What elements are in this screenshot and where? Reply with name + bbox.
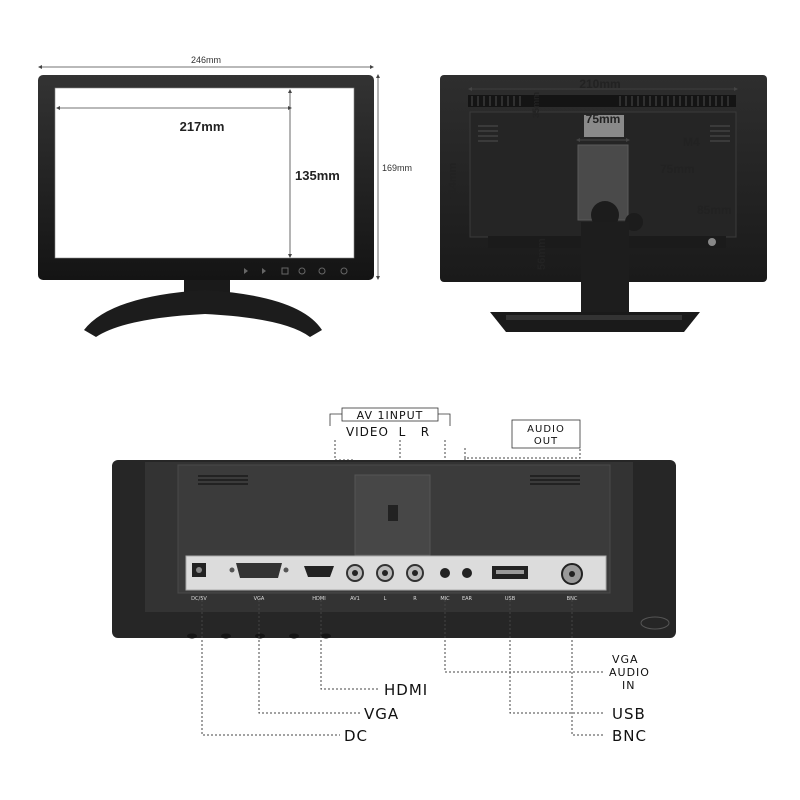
port-tag-av1: AV1 xyxy=(350,596,360,602)
screen-height: 135mm xyxy=(295,168,340,183)
mic-port xyxy=(440,568,450,578)
callout-vga-audio-in-line2: AUDIO xyxy=(609,666,650,679)
rear-vesa-plate xyxy=(577,144,629,221)
front-button-row xyxy=(244,267,348,275)
port-tags: DC/5V VGA HDMI AV1 L R MIC EAR USB BNC xyxy=(191,596,578,602)
port-tag-ear: EAR xyxy=(462,596,473,602)
screen-width: 217mm xyxy=(180,119,225,134)
front-overall-height: 169mm xyxy=(382,163,412,173)
rear-vent xyxy=(468,95,736,107)
port-tag-usb: USB xyxy=(505,596,516,602)
callout-vga: VGA xyxy=(364,705,399,723)
ear-port xyxy=(462,568,472,578)
av-input-channels: VIDEO L R xyxy=(346,425,430,439)
callout-vga-audio-in-line1: VGA xyxy=(612,653,639,666)
port-tag-hdmi: HDMI xyxy=(312,596,325,602)
io-ports xyxy=(192,563,583,585)
button-icon-left xyxy=(244,268,248,274)
front-overall-width: 246mm xyxy=(191,55,221,65)
button-icon-menu xyxy=(281,267,289,275)
callout-vga-audio-in-line3: IN xyxy=(622,679,635,692)
io-panel: AV 1INPUT VIDEO L R AUDIO OUT xyxy=(112,407,676,745)
callout-bnc: BNC xyxy=(612,727,647,745)
port-tag-dc: DC/5V xyxy=(191,596,207,602)
rear-bottom-offset: 56mm xyxy=(536,238,548,270)
rear-view: 210mm 35mm 75mm M4 75mm 114mm 85mm 56mm xyxy=(440,75,767,332)
rear-overall-width: 210mm xyxy=(579,77,620,91)
rear-stand-neck xyxy=(581,222,629,312)
callout-usb: USB xyxy=(612,705,646,723)
hdmi-port xyxy=(304,566,334,577)
callout-hdmi: HDMI xyxy=(384,681,428,699)
rear-mount-width: 75mm xyxy=(586,112,621,126)
io-edge-buttons xyxy=(187,633,331,639)
rear-overall-height: 114mm xyxy=(447,162,459,200)
button-icon-right xyxy=(262,268,266,274)
front-view: 246mm 217mm 135mm 169mm xyxy=(38,55,412,337)
rear-mount-height: 75mm xyxy=(660,162,695,176)
button-icon-minus xyxy=(318,267,326,275)
rear-side-offset: 85mm xyxy=(697,203,732,217)
callout-dc: DC xyxy=(344,727,368,745)
io-brand-badge xyxy=(640,616,670,630)
port-tag-r: R xyxy=(413,596,417,602)
port-tag-bnc: BNC xyxy=(567,596,578,602)
audio-out-line1: AUDIO xyxy=(527,424,565,435)
rear-top-offset: 35mm xyxy=(531,92,541,118)
audio-out-box xyxy=(511,419,581,449)
rear-screw-type: M4 xyxy=(683,135,700,149)
front-stand-base xyxy=(84,290,322,337)
port-tag-mic: MIC xyxy=(440,596,450,602)
rear-bnc-port xyxy=(708,238,716,246)
av-input-title-box xyxy=(341,407,439,422)
io-vents xyxy=(198,475,580,485)
port-tag-l: L xyxy=(384,596,387,602)
audio-out-line2: OUT xyxy=(534,436,558,447)
rear-stand-knob xyxy=(625,213,643,231)
rear-side-vents xyxy=(478,125,730,142)
front-screen xyxy=(54,87,355,259)
av-input-title: AV 1INPUT xyxy=(357,409,424,422)
button-icon-source xyxy=(298,267,306,275)
port-tag-vga: VGA xyxy=(254,596,265,602)
vga-port xyxy=(236,563,282,578)
rear-label-plate xyxy=(584,115,624,137)
power-icon xyxy=(340,267,348,275)
callout-leader-lines xyxy=(201,600,605,736)
